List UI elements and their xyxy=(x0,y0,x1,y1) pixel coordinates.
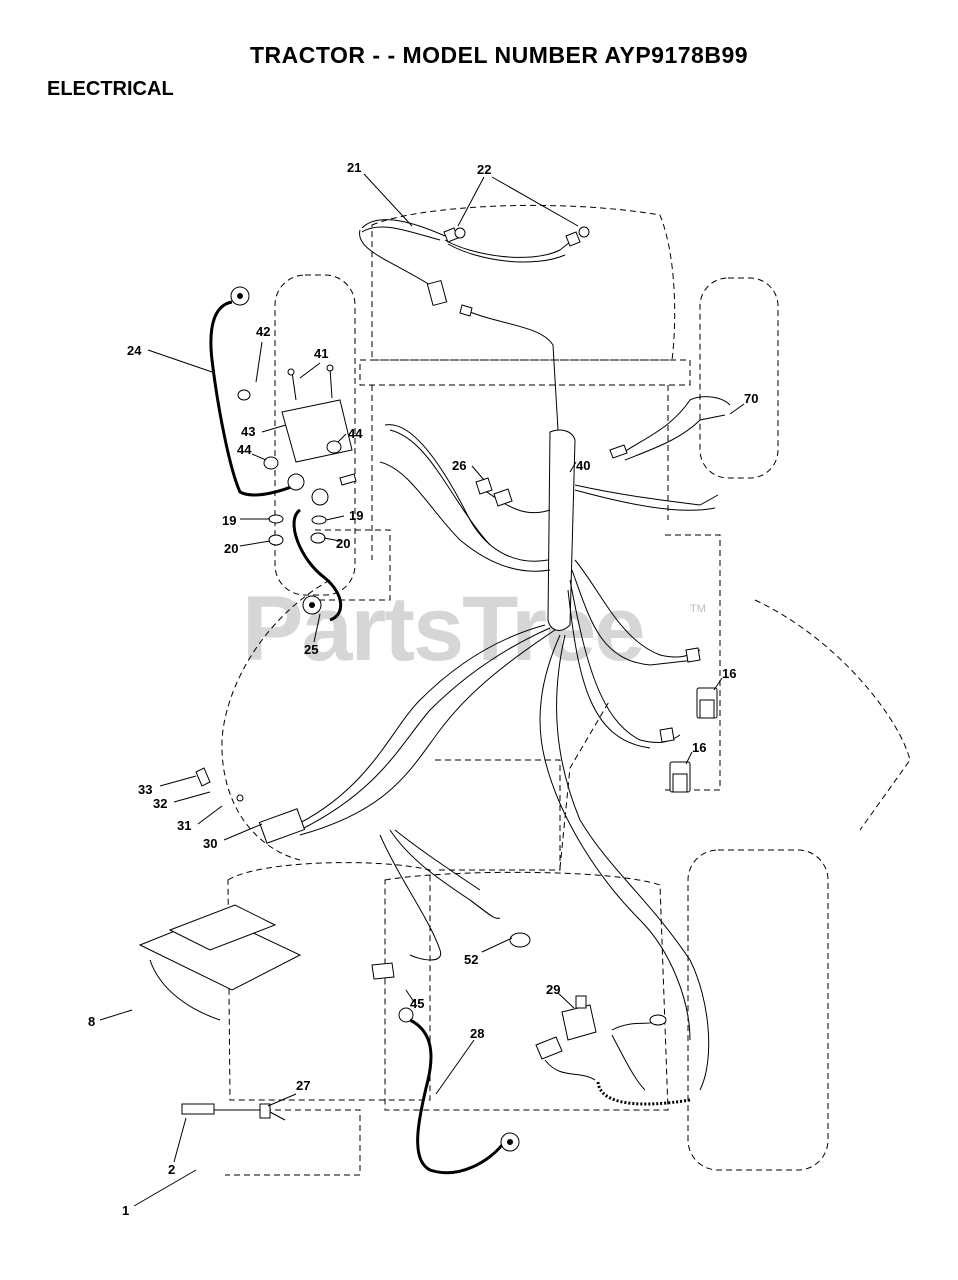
callout-32: 32 xyxy=(153,796,167,811)
callout-numbers: 21 22 24 42 41 43 44 44 19 19 20 20 25 2… xyxy=(88,160,758,1218)
callout-31: 31 xyxy=(177,818,191,833)
callout-45: 45 xyxy=(410,996,424,1011)
battery-cables xyxy=(209,286,343,622)
solenoid-assembly xyxy=(237,364,357,546)
interlock-switches xyxy=(659,647,718,793)
callout-27: 27 xyxy=(296,1078,310,1093)
callout-1: 1 xyxy=(122,1203,129,1218)
headlight-harness xyxy=(359,219,590,431)
ignition-parts xyxy=(195,767,244,802)
seat-switch xyxy=(535,995,691,1106)
callout-30: 30 xyxy=(203,836,217,851)
callout-24: 24 xyxy=(127,343,142,358)
callout-25: 25 xyxy=(304,642,318,657)
callout-41: 41 xyxy=(314,346,328,361)
callout-70: 70 xyxy=(744,391,758,406)
frame-bracket xyxy=(138,904,302,1021)
battery-fuse xyxy=(181,1103,286,1121)
callout-42: 42 xyxy=(256,324,270,339)
callout-43: 43 xyxy=(241,424,255,439)
callout-19-right: 19 xyxy=(349,508,363,523)
callout-44-left: 44 xyxy=(237,442,252,457)
ground-wire xyxy=(469,899,531,948)
callout-16-upper: 16 xyxy=(722,666,736,681)
callout-33: 33 xyxy=(138,782,152,797)
callout-52: 52 xyxy=(464,952,478,967)
callout-20-left: 20 xyxy=(224,541,238,556)
watermark-trademark: TM xyxy=(690,603,706,615)
callout-21: 21 xyxy=(347,160,361,175)
leader-lines xyxy=(99,173,745,1207)
section-title: ELECTRICAL xyxy=(47,78,174,100)
callout-8: 8 xyxy=(88,1014,95,1029)
callout-16-lower: 16 xyxy=(692,740,706,755)
callout-26: 26 xyxy=(452,458,466,473)
page-title: TRACTOR - - MODEL NUMBER AYP9178B99 xyxy=(250,42,749,68)
ground-cable xyxy=(371,962,520,1175)
callout-2: 2 xyxy=(168,1162,175,1177)
callout-19-left: 19 xyxy=(222,513,236,528)
callout-20-right: 20 xyxy=(336,536,350,551)
tractor-outline xyxy=(221,204,911,1176)
watermark: PartsTree xyxy=(242,578,643,680)
callout-40: 40 xyxy=(576,458,590,473)
callout-44-right: 44 xyxy=(348,426,363,441)
fuse-holder xyxy=(475,477,513,507)
main-wire-harness xyxy=(258,396,731,1091)
callout-28: 28 xyxy=(470,1026,484,1041)
callout-29: 29 xyxy=(546,982,560,997)
callout-22: 22 xyxy=(477,162,491,177)
